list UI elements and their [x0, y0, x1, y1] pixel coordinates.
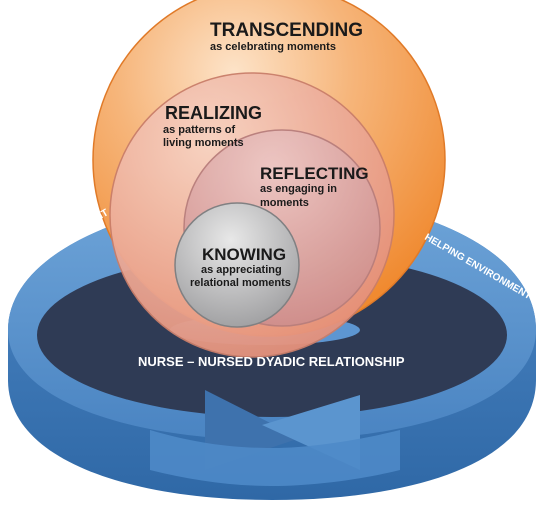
- reflecting-subtitle-line2: moments: [260, 197, 309, 209]
- circle-knowing: [174, 202, 300, 328]
- ring-arrow-band: [150, 430, 400, 486]
- knowing-subtitle-line2: relational moments: [190, 277, 291, 289]
- realizing-title: REALIZING: [165, 103, 262, 123]
- realizing-subtitle-line1: as patterns of: [163, 124, 236, 136]
- knowing-title: KNOWING: [202, 245, 287, 264]
- reflecting-subtitle-line1: as engaging in: [260, 183, 338, 195]
- dyadic-relationship-label: NURSE – NURSED DYADIC RELATIONSHIP: [138, 354, 405, 369]
- knowing-subtitle-line1: as appreciating: [201, 264, 282, 276]
- realizing-subtitle-line2: living moments: [163, 137, 244, 149]
- transcending-subtitle: as celebrating moments: [210, 41, 336, 53]
- transcending-title: TRANSCENDING: [210, 20, 364, 41]
- reflecting-title: REFLECTING: [260, 164, 369, 183]
